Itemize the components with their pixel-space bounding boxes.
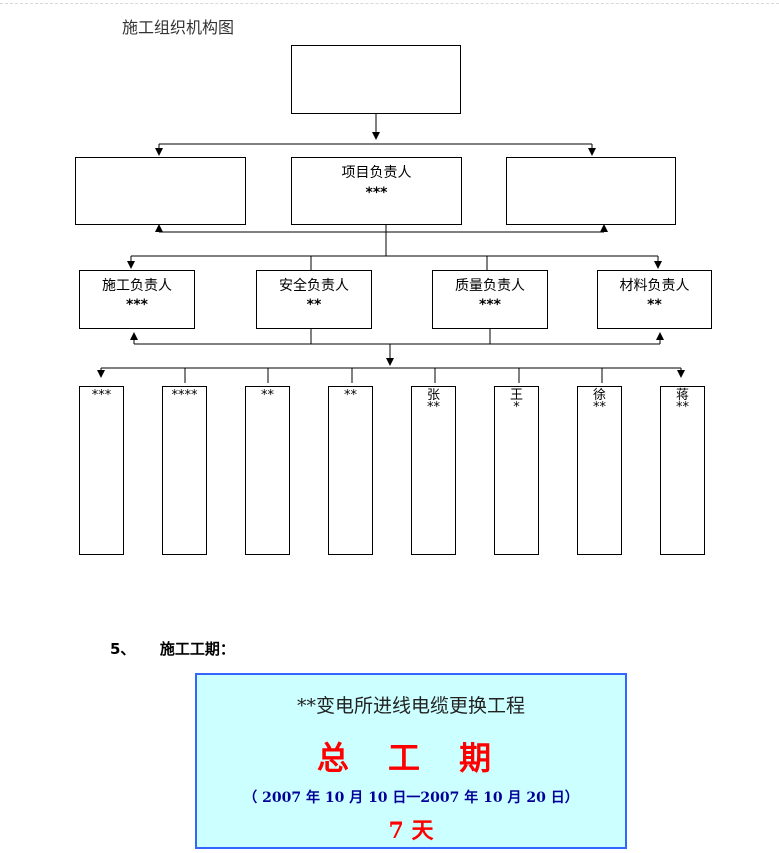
- org-level3-box-4: **: [328, 386, 373, 555]
- org-level2-title: 材料负责人: [619, 278, 690, 294]
- banner-dates: （ 2007 年 10 月 10 日一2007 年 10 月 20 日）: [243, 790, 579, 806]
- org-level3-text: ****: [171, 388, 198, 403]
- org-level3-box-3: **: [245, 386, 290, 555]
- org-level3-box-5: 张 **: [411, 386, 456, 555]
- banner-project: **变电所进线电缆更换工程: [296, 695, 525, 717]
- doc-title: 施工组织机构图: [122, 18, 235, 37]
- org-level3-text: 张 **: [426, 388, 440, 415]
- org-level1-box-center: 项目负责人 ***: [291, 157, 462, 225]
- org-level2-title: 质量负责人: [455, 278, 525, 294]
- section-heading: 5、 施工工期：: [110, 638, 235, 659]
- org-level2-box-safety: 安全负责人 **: [256, 270, 372, 329]
- org-level3-text: 徐 **: [592, 388, 606, 415]
- org-top-box: [291, 45, 461, 114]
- org-level3-box-1: ***: [79, 386, 124, 555]
- banner-days: 7 天: [388, 818, 434, 844]
- org-level3-text: 王 *: [509, 388, 523, 415]
- org-level3-text: 蒋 **: [675, 388, 689, 415]
- org-level3-text: ***: [91, 388, 112, 403]
- org-level2-box-construction: 施工负责人 ***: [79, 270, 195, 329]
- org-level1-box-right: [506, 157, 676, 225]
- org-level3-box-2: ****: [162, 386, 207, 555]
- section-number: 5、: [110, 640, 136, 658]
- org-level3-text: **: [344, 388, 357, 403]
- org-level2-title: 施工负责人: [102, 278, 172, 294]
- section-title: 施工工期：: [159, 640, 235, 658]
- org-level2-title: 安全负责人: [279, 278, 349, 294]
- org-level2-box-quality: 质量负责人 ***: [432, 270, 548, 329]
- org-level2-name: **: [306, 297, 322, 313]
- org-level2-box-material: 材料负责人 **: [597, 270, 712, 329]
- org-level1-name: ***: [365, 185, 388, 201]
- page-top-border: [0, 0, 779, 4]
- org-connectors: [97, 113, 685, 383]
- org-level1-title: 项目负责人: [341, 165, 412, 181]
- org-level1-box-left: [75, 157, 246, 225]
- org-level2-name: ***: [479, 297, 501, 313]
- schedule-banner: **变电所进线电缆更换工程 总 工 期 （ 2007 年 10 月 10 日一2…: [195, 673, 627, 849]
- org-level3-box-8: 蒋 **: [660, 386, 705, 555]
- org-level3-text: **: [261, 388, 274, 403]
- org-level3-box-7: 徐 **: [577, 386, 622, 555]
- banner-label: 总 工 期: [316, 739, 506, 777]
- org-level3-box-6: 王 *: [494, 386, 539, 555]
- org-level2-name: ***: [126, 297, 148, 313]
- org-level2-name: **: [647, 297, 662, 313]
